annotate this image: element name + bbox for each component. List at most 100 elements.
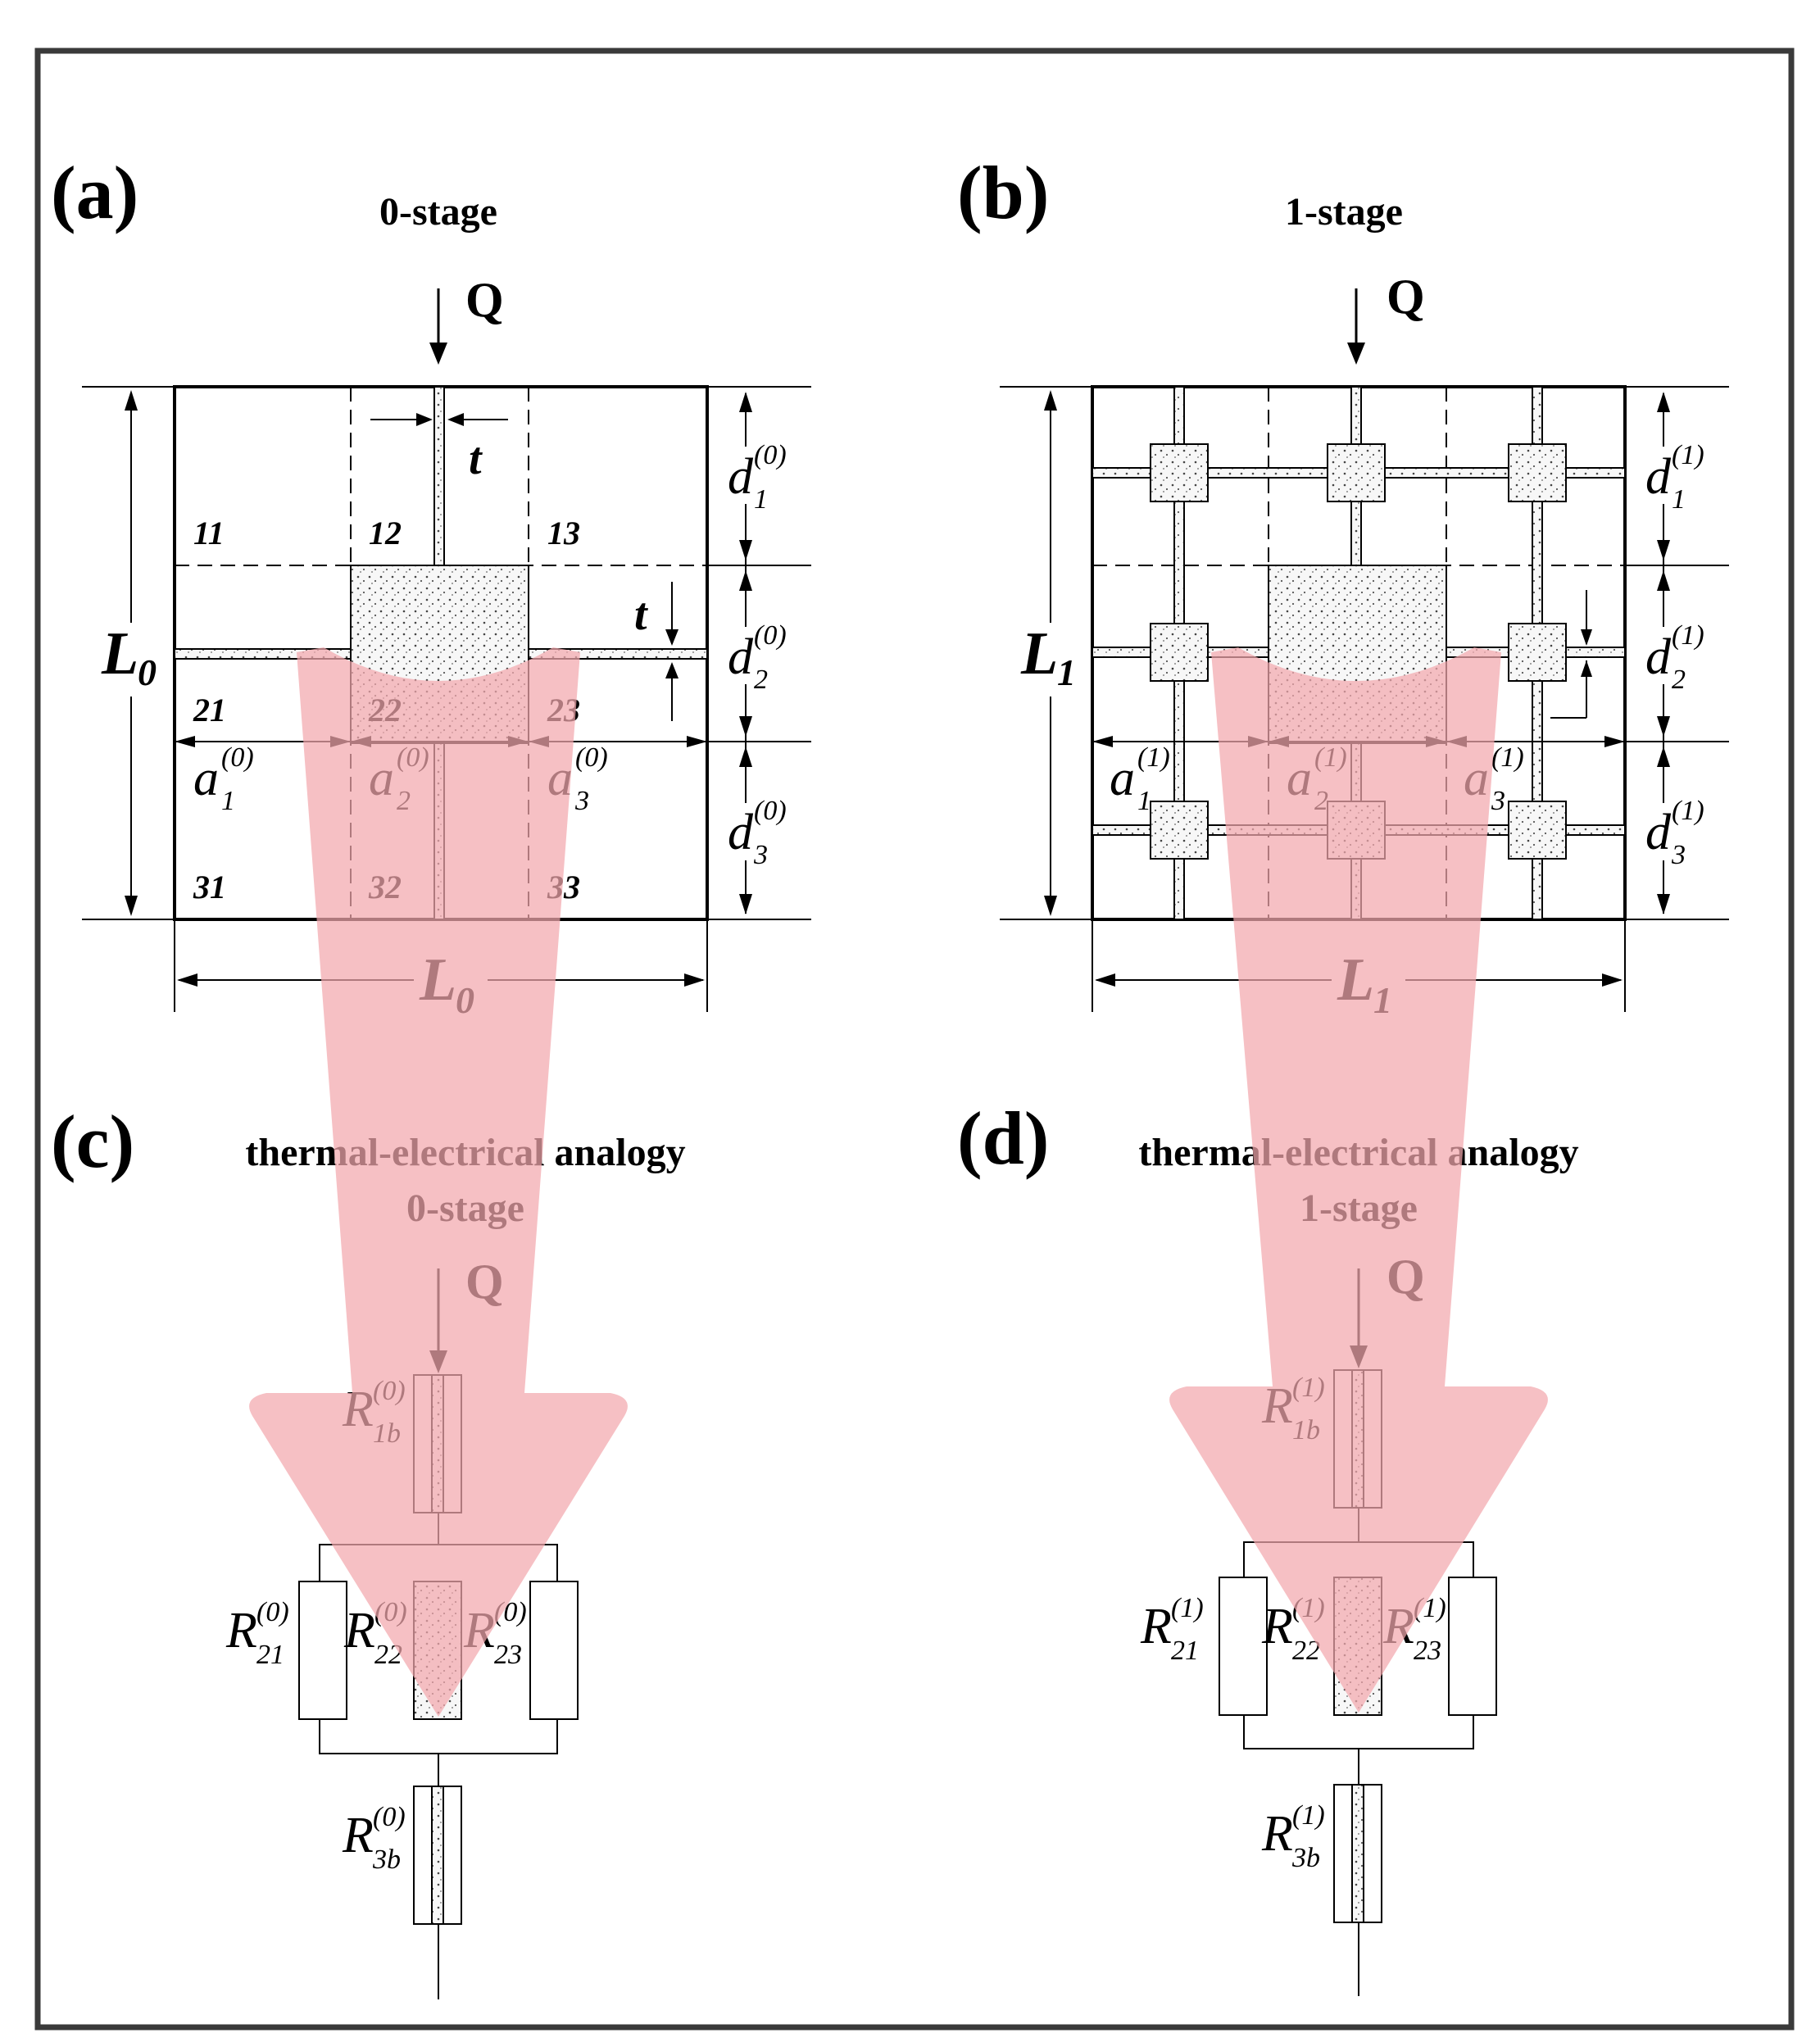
cell-13: 13 bbox=[547, 515, 580, 551]
svg-text:d: d bbox=[1645, 805, 1672, 860]
svg-text:23: 23 bbox=[494, 1640, 522, 1670]
l0-vertical-arrow-top-a bbox=[125, 390, 138, 411]
svg-text:2: 2 bbox=[754, 665, 768, 695]
panel-b-stage-title: 1-stage bbox=[1285, 190, 1403, 234]
svg-text:(0): (0) bbox=[754, 620, 787, 651]
svg-text:L: L bbox=[101, 620, 138, 687]
svg-text:0: 0 bbox=[138, 651, 157, 693]
svg-text:1: 1 bbox=[1057, 651, 1076, 693]
svg-text:d: d bbox=[728, 449, 754, 505]
svg-text:(0): (0) bbox=[256, 1597, 289, 1627]
cell-11: 11 bbox=[193, 515, 225, 551]
l0-vertical-label-a: L 0 bbox=[101, 620, 157, 693]
svg-text:3: 3 bbox=[1491, 786, 1505, 816]
svg-text:d: d bbox=[1645, 449, 1672, 505]
q-arrowhead-a bbox=[429, 343, 447, 365]
a1-label-b: a 1 (1) bbox=[1110, 742, 1170, 816]
l1-vertical-mask-b bbox=[1018, 623, 1083, 697]
svg-text:R: R bbox=[342, 1808, 374, 1863]
d-arrowheads-a bbox=[739, 392, 752, 914]
t-label-top-a: t bbox=[469, 433, 483, 484]
d2-label-b: d 2 (1) bbox=[1644, 620, 1704, 695]
t-arrow-right-a bbox=[447, 413, 464, 426]
r21-label-c: R 21 (0) bbox=[225, 1597, 289, 1670]
l0-horizontal-arrow-right-a bbox=[684, 973, 705, 987]
svg-text:1: 1 bbox=[1137, 786, 1151, 816]
svg-text:2: 2 bbox=[1672, 665, 1686, 695]
l0-vertical-mask-a bbox=[98, 623, 164, 697]
r3b-label-d: R 3b (1) bbox=[1261, 1800, 1325, 1873]
vertical-bar-top-a bbox=[433, 386, 445, 566]
q-label-a: Q bbox=[465, 273, 504, 327]
svg-text:1: 1 bbox=[1672, 484, 1686, 515]
d2-label-a: d 2 (0) bbox=[726, 620, 787, 695]
t-arrow-down-b bbox=[1581, 629, 1592, 646]
svg-text:3: 3 bbox=[753, 840, 768, 870]
svg-text:(0): (0) bbox=[373, 1802, 406, 1832]
resistor-3b-core-d bbox=[1351, 1784, 1364, 1923]
resistor-23-c bbox=[529, 1581, 579, 1720]
svg-text:R: R bbox=[225, 1603, 257, 1659]
d3-label-a: d 3 (0) bbox=[726, 796, 787, 870]
svg-text:1: 1 bbox=[754, 484, 768, 515]
svg-text:a: a bbox=[1110, 751, 1135, 806]
svg-text:(1): (1) bbox=[1292, 1800, 1325, 1831]
outer-frame bbox=[34, 48, 1795, 2031]
panel-a-stage-title: 0-stage bbox=[379, 190, 497, 234]
svg-text:23: 23 bbox=[1414, 1636, 1441, 1666]
svg-text:R: R bbox=[1261, 1806, 1293, 1862]
cell-21: 21 bbox=[193, 692, 226, 728]
resistor-21-d bbox=[1219, 1577, 1268, 1716]
d1-label-b: d 1 (1) bbox=[1644, 440, 1704, 515]
svg-text:21: 21 bbox=[256, 1640, 284, 1670]
svg-text:(1): (1) bbox=[1672, 440, 1704, 470]
t-arrow-up-b bbox=[1581, 660, 1592, 677]
panel-c-label: (c) bbox=[51, 1100, 134, 1183]
l1-vertical-arrow-top-b bbox=[1044, 390, 1057, 411]
panel-a-label: (a) bbox=[51, 151, 138, 234]
d1-label-a: d 1 (0) bbox=[726, 440, 787, 515]
l0-horizontal-arrow-left-a bbox=[177, 973, 197, 987]
svg-text:a: a bbox=[193, 751, 219, 806]
svg-text:3b: 3b bbox=[1291, 1843, 1320, 1873]
svg-text:1: 1 bbox=[221, 786, 235, 816]
resistor-3b-core-c bbox=[431, 1786, 444, 1925]
svg-text:3: 3 bbox=[1671, 840, 1686, 870]
svg-text:(1): (1) bbox=[1137, 742, 1170, 773]
flow-arrow-left bbox=[249, 647, 628, 1717]
svg-text:R: R bbox=[1140, 1599, 1172, 1654]
l1-vertical-arrow-bottom-b bbox=[1044, 896, 1057, 916]
svg-text:d: d bbox=[728, 805, 754, 860]
l0-vertical-arrow-bottom-a bbox=[125, 896, 138, 916]
svg-text:d: d bbox=[728, 629, 754, 685]
svg-text:L: L bbox=[1020, 620, 1058, 687]
t-label-right-a: t bbox=[634, 589, 648, 640]
r21-label-d: R 21 (1) bbox=[1140, 1593, 1204, 1666]
resistor-21-c bbox=[298, 1581, 347, 1720]
r3b-label-c: R 3b (0) bbox=[342, 1802, 406, 1875]
t-arrow-left-a bbox=[416, 413, 433, 426]
svg-text:(0): (0) bbox=[754, 440, 787, 470]
l1-vertical-label-b: L 1 bbox=[1020, 620, 1076, 693]
q-label-b: Q bbox=[1387, 270, 1425, 324]
l1-horizontal-arrow-right-b bbox=[1602, 973, 1623, 987]
t-arrow-up-a bbox=[665, 662, 679, 678]
svg-text:21: 21 bbox=[1171, 1636, 1199, 1666]
panel-b-label: (b) bbox=[957, 151, 1049, 234]
svg-text:R: R bbox=[1261, 1599, 1293, 1654]
l1-horizontal-arrow-left-b bbox=[1095, 973, 1115, 987]
flow-arrow-right bbox=[1169, 647, 1548, 1713]
d-arrowheads-b bbox=[1657, 392, 1670, 914]
cell-12: 12 bbox=[369, 515, 402, 551]
svg-text:(1): (1) bbox=[1171, 1593, 1204, 1623]
svg-text:3: 3 bbox=[574, 786, 589, 816]
svg-text:3b: 3b bbox=[372, 1845, 401, 1875]
cell-31: 31 bbox=[193, 869, 226, 905]
resistor-23-d bbox=[1448, 1577, 1497, 1716]
svg-text:(1): (1) bbox=[1672, 796, 1704, 826]
a1-label-a: a 1 (0) bbox=[193, 742, 254, 816]
d3-label-b: d 3 (1) bbox=[1644, 796, 1704, 870]
q-arrowhead-b bbox=[1347, 343, 1365, 365]
svg-text:(1): (1) bbox=[1672, 620, 1704, 651]
